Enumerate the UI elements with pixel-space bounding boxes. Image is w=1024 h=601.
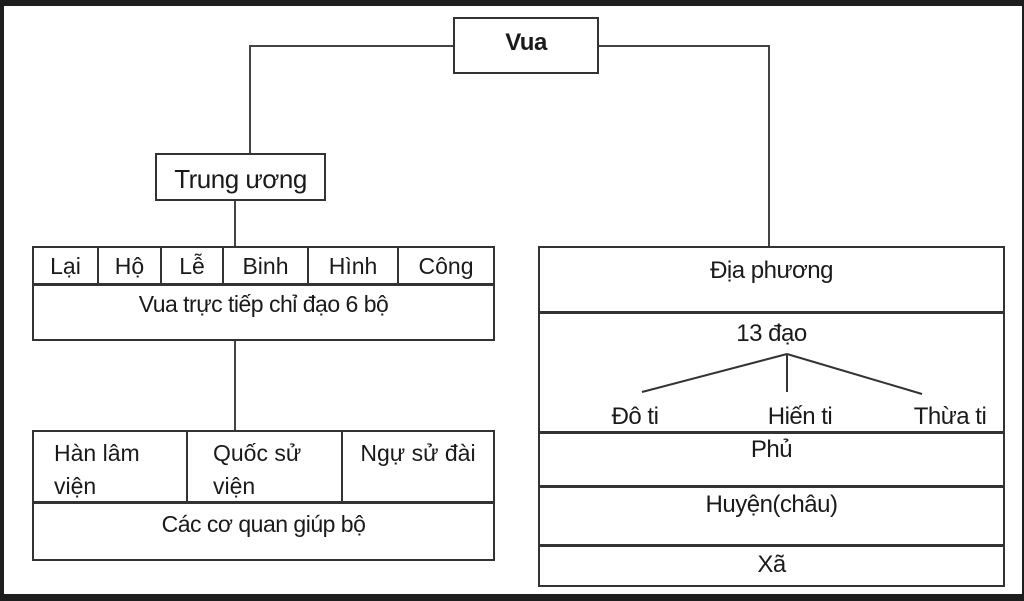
central-label: Trung ương: [174, 164, 307, 194]
level-phu: Phủ: [750, 436, 793, 463]
agency-quoc-su-vien: Quốc sử viện: [188, 432, 343, 502]
agency-ngu-su-dai: Ngự sử đài: [360, 440, 476, 466]
divider: [34, 501, 493, 504]
divider: [540, 431, 1003, 434]
connector-central-ministries: [234, 200, 236, 246]
office-thua-ti: Thừa ti: [913, 403, 987, 430]
connector-vua-right: [598, 45, 770, 47]
local-table: Địa phương 13 đạo Đô ti Hiến ti Thừa ti …: [538, 246, 1005, 587]
divider: [540, 311, 1003, 314]
central-node: Trung ương: [155, 153, 326, 201]
connector-vua-local: [768, 45, 770, 247]
agencies-table: Hàn lâm viện Quốc sử viện Ngự sử đài Các…: [32, 430, 495, 561]
office-do-ti: Đô ti: [611, 403, 659, 430]
divider: [34, 283, 493, 286]
local-label: Địa phương: [710, 257, 833, 284]
ministry-binh: Binh: [224, 248, 309, 284]
ministries-caption: Vua trực tiếp chỉ đạo 6 bộ: [138, 291, 389, 317]
agency-han-lam-vien: Hàn lâm viện: [34, 432, 188, 502]
level-xa: Xã: [757, 551, 786, 578]
connector-vua-left: [249, 45, 453, 47]
ministry-ho: Hộ: [99, 248, 162, 284]
diagram-canvas: Vua Trung ương Lại Hộ Lễ Binh Hình Công …: [4, 6, 1022, 594]
king-node: Vua: [453, 17, 599, 74]
office-hien-ti: Hiến ti: [767, 403, 833, 430]
divider: [540, 544, 1003, 547]
connector-vua-central: [249, 45, 251, 153]
region-branch-lines: [641, 353, 923, 395]
king-label: Vua: [505, 29, 547, 56]
divider: [540, 485, 1003, 488]
ministry-cong: Công: [418, 252, 474, 279]
level-huyen: Huyện(châu): [705, 491, 838, 518]
ministry-le: Lễ: [162, 248, 224, 284]
ministry-hinh: Hình: [309, 248, 399, 284]
region-label: 13 đạo: [736, 320, 807, 347]
connector-ministries-agencies: [234, 340, 236, 430]
ministries-table: Lại Hộ Lễ Binh Hình Công Vua trực tiếp c…: [32, 246, 495, 341]
ministry-lai: Lại: [34, 248, 99, 284]
agencies-caption: Các cơ quan giúp bộ: [161, 511, 366, 537]
